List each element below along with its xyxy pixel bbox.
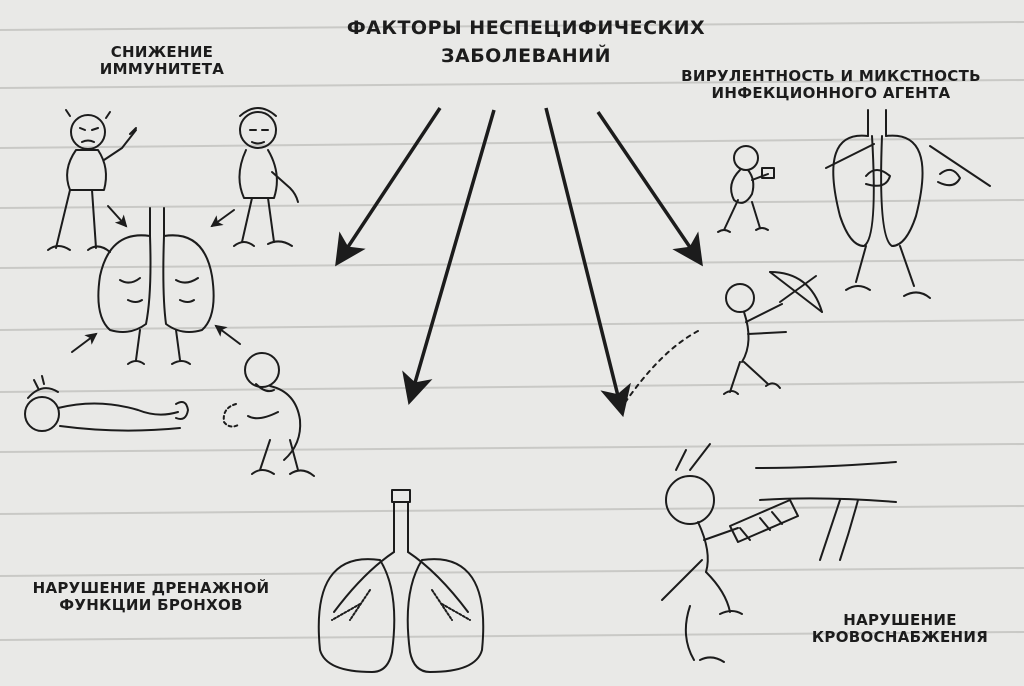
arrow-to-virulence	[596, 111, 703, 267]
drainage-line-1: НАРУШЕНИЕ ДРЕНАЖНОЙ	[32, 579, 270, 597]
lying-person-figure	[24, 375, 189, 432]
immunity-line-1: СНИЖЕНИЕ	[110, 43, 214, 61]
label-immunity: СНИЖЕНИЕ ИММУНИТЕТА	[62, 43, 262, 79]
lungs-inflamed	[97, 207, 215, 365]
label-drainage: НАРУШЕНИЕ ДРЕНАЖНОЙ ФУНКЦИИ БРОНХОВ	[6, 579, 296, 615]
bronchi-lungs-illustration	[317, 489, 485, 673]
virulence-line-1: ВИРУЛЕНТНОСТЬ И МИКСТНОСТЬ	[681, 67, 981, 85]
title-line-1: ФАКТОРЫ НЕСПЕЦИФИЧЕСКИХ	[346, 17, 706, 39]
label-virulence: ВИРУЛЕНТНОСТЬ И МИКСТНОСТЬ ИНФЕКЦИОННОГО…	[646, 67, 1016, 103]
drainage-line-2: ФУНКЦИИ БРОНХОВ	[59, 596, 243, 615]
coughing-person-figure	[222, 352, 315, 477]
virulence-illustration	[619, 109, 991, 411]
sick-man-figure	[233, 107, 299, 247]
lungs-boxer-figure	[825, 109, 991, 299]
title-line-2: ЗАБОЛЕВАНИЙ	[441, 44, 611, 67]
blood-supply-line-2: КРОВОСНАБЖЕНИЯ	[811, 628, 989, 647]
boxing-germ-figure	[717, 145, 775, 233]
label-blood-supply: НАРУШЕНИЕ КРОВОСНАБЖЕНИЯ	[800, 611, 1000, 647]
immunity-line-2: ИММУНИТЕТА	[99, 60, 225, 79]
blood-supply-illustration	[661, 443, 897, 663]
angry-man-figure	[47, 109, 137, 253]
virulence-line-2: ИНФЕКЦИОННОГО АГЕНТА	[711, 84, 951, 103]
diagram-title: ФАКТОРЫ НЕСПЕЦИФИЧЕСКИХ ЗАБОЛЕВАНИЙ	[296, 17, 756, 68]
background-texture	[0, 21, 1024, 641]
arrow-to-immunity	[335, 107, 442, 267]
arrow-to-blood-supply	[544, 107, 631, 418]
arrow-to-drainage	[402, 109, 496, 406]
main-arrows	[335, 107, 703, 418]
immunity-illustration	[24, 107, 315, 477]
archer-figure	[723, 271, 823, 395]
blood-supply-line-1: НАРУШЕНИЕ	[843, 611, 957, 629]
